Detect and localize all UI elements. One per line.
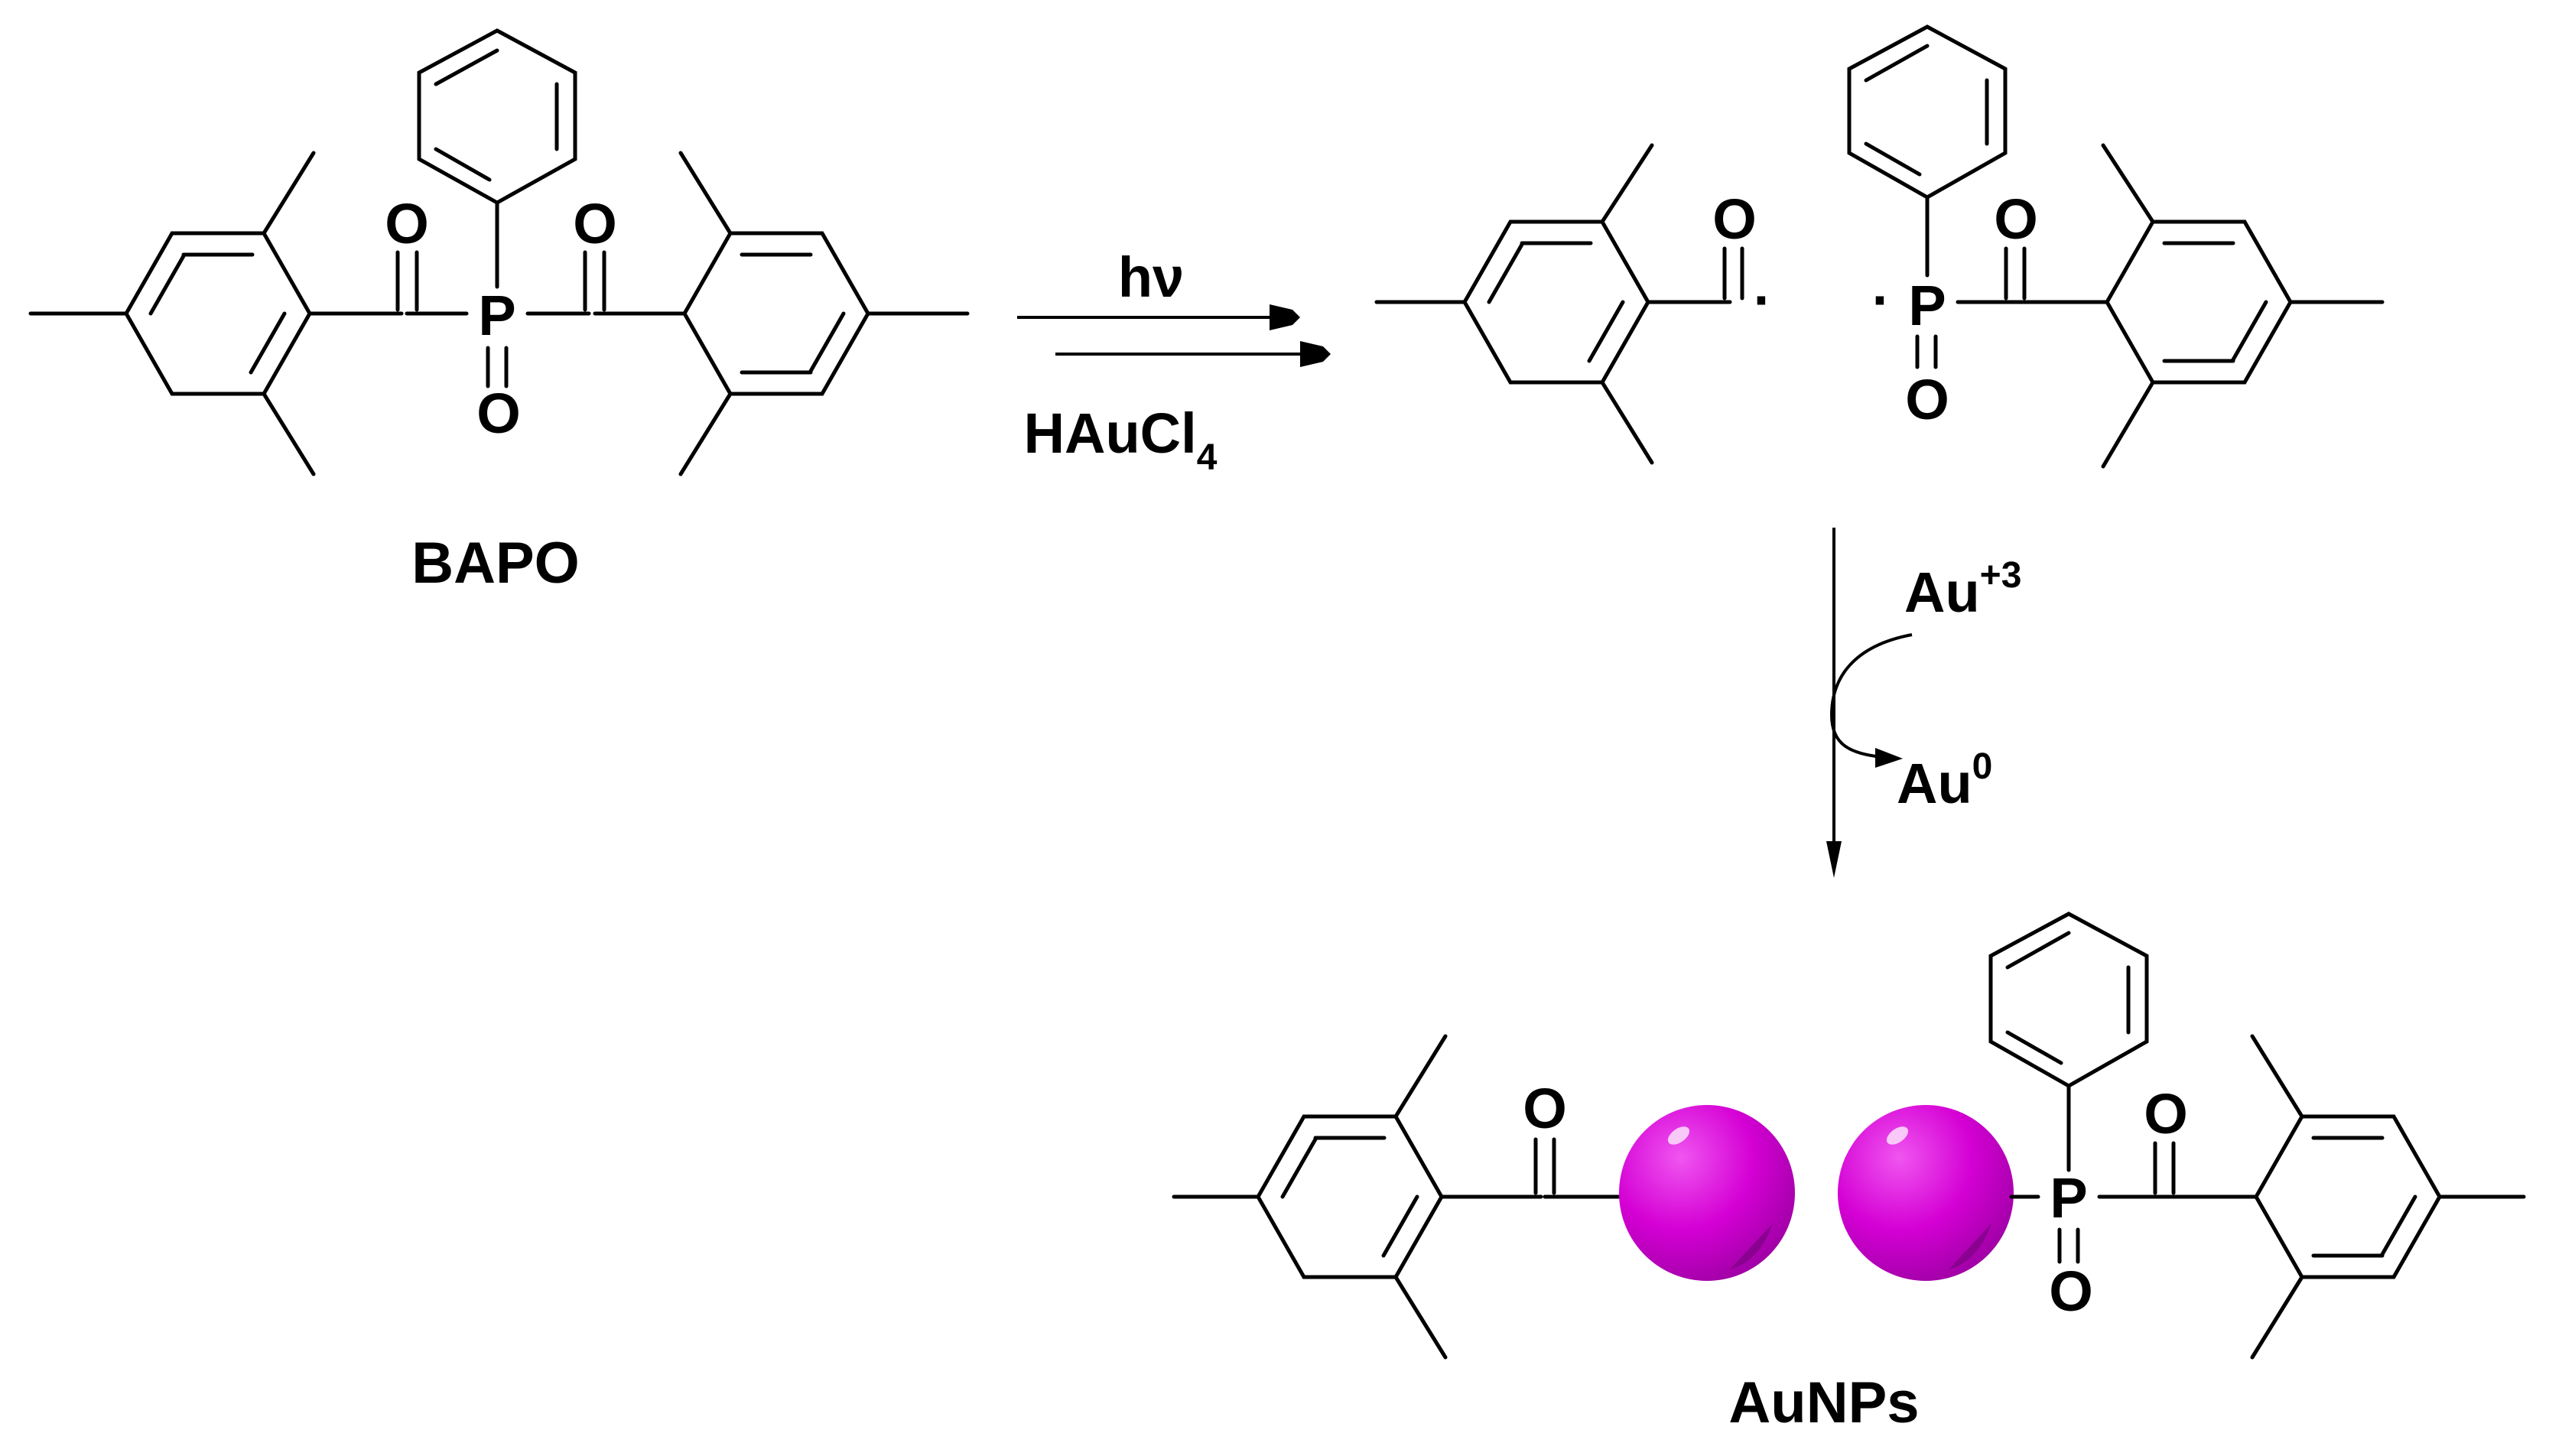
aunps-label: AuNPs [1728,1370,1919,1435]
carbonyl-o-left: O [385,192,429,255]
condition-reagent: HAuCl4 [1024,401,1218,478]
product-carbonyl-o-left: O [1523,1077,1567,1140]
phosphinoyl-radical: · P O O [1847,24,2385,469]
product-carbonyl-o-right: O [2144,1082,2188,1146]
benzoyl-radical: O · [1374,143,1773,465]
gold-nanoparticle-left [1619,1105,1795,1281]
carbonyl-o-right: O [573,192,617,255]
benzoyl-radical-dot: · [1754,268,1773,332]
gold-iii-label: Au+3 [1904,555,2021,624]
radical-phosphorus: P [1908,274,1946,337]
phosphoryl-o: O [476,382,521,445]
gold-nanoparticle-right [1838,1105,2014,1281]
reaction-arrow-1 [1017,304,1331,367]
product-phosphorus: P [2050,1166,2087,1230]
bapo-label: BAPO [411,531,580,596]
benzoyl-o: O [1712,187,1757,251]
mesityl-ring-left [28,151,404,476]
aunp-product: O P O O [1172,912,2526,1360]
gold-0-label: Au0 [1897,746,1992,815]
product-phosphoryl-o: O [2049,1259,2093,1323]
phenyl-ring-top [417,28,577,289]
reaction-arrow-2 [1826,528,1913,878]
phosphorus-atom: P [478,284,515,347]
condition-light: hν [1118,245,1184,309]
phosphinoyl-radical-dot: · [1872,268,1891,332]
radical-phosphoryl-o: O [1905,368,1949,431]
mesityl-ring-right [678,151,970,476]
bapo-molecule: O P O O [28,28,970,476]
radical-carbonyl-o: O [1994,187,2038,251]
